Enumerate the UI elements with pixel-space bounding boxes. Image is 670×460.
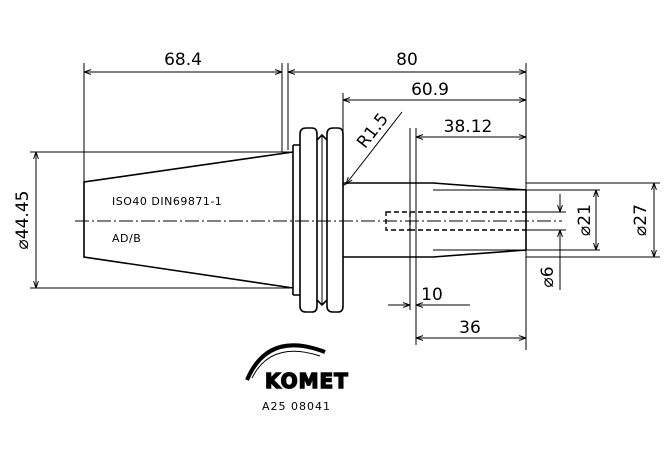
bore-lines [433, 189, 526, 251]
komet-logo: KOMET A25 08041 [245, 343, 349, 413]
dim-21-label: ⌀21 [575, 204, 595, 236]
dimension-lines [36, 72, 654, 338]
dim-6-label: ⌀6 [538, 266, 558, 287]
part-number: A25 08041 [262, 400, 331, 413]
dim-60-9-label: 60.9 [411, 80, 449, 100]
hidden-bore-lines [410, 211, 526, 231]
dim-38-12-label: 38.12 [444, 117, 493, 137]
tool-holder-outline [83, 127, 527, 313]
taper-step [292, 144, 300, 296]
dim-10-label: 10 [421, 285, 443, 305]
logo-brand-text: KOMET [265, 369, 349, 393]
flange-rear [326, 127, 344, 313]
logo-arc-icon [245, 343, 326, 381]
collet-nose [343, 182, 527, 258]
dim-44-45-label: ⌀44.45 [13, 191, 33, 250]
dim-27-label: ⌀27 [631, 204, 651, 236]
dim-68-4-label: 68.4 [164, 50, 202, 70]
form-note: AD/B [112, 232, 141, 245]
taper-shank [83, 151, 294, 289]
standard-note: ISO40 DIN69871-1 [112, 195, 222, 208]
extension-lines [30, 63, 660, 350]
dim-r1-5-leader [346, 111, 403, 184]
dim-80-label: 80 [396, 50, 418, 70]
dim-36-label: 36 [459, 318, 481, 338]
dimension-labels: 68.4 80 60.9 R1.5 38.12 ⌀44.45 ⌀27 ⌀21 ⌀… [13, 50, 651, 338]
flange-front [299, 127, 318, 313]
